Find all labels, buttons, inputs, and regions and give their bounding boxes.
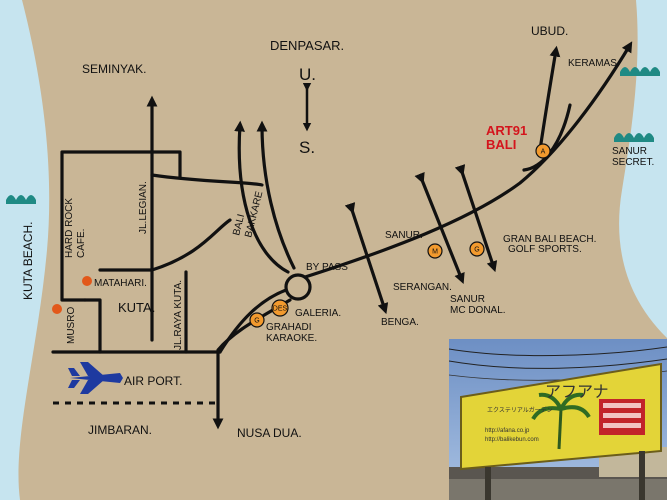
sign-url-2: http://balikebun.com	[485, 437, 539, 443]
south-label: S.	[299, 138, 315, 157]
karaoke-label: KARAOKE.	[266, 333, 317, 344]
golf-road	[454, 164, 498, 273]
golf-marker[interactable]: G	[469, 241, 485, 257]
art91-marker[interactable]: A	[535, 143, 551, 159]
airplane-icon	[68, 362, 123, 394]
grahadi-label: GRAHADI	[266, 322, 312, 333]
matahari-label: MATAHARI.	[94, 278, 147, 289]
hard-rock-label-1: HARD ROCK	[64, 198, 75, 258]
legian-west-road	[60, 150, 154, 302]
svg-text:G: G	[254, 318, 259, 325]
jl-raya-kuta-label: JL.RAYA KUTA.	[173, 280, 184, 350]
wave-icon	[620, 67, 660, 76]
sign-subtitle: エクステリアルガーデン	[487, 406, 553, 414]
upper-loop-2	[150, 150, 182, 180]
svg-text:M: M	[432, 249, 438, 256]
musro-dot	[52, 304, 62, 314]
east-sea	[619, 0, 667, 338]
kuta-label: KUTA.	[118, 300, 155, 315]
sanur-secret-label-2: SECRET.	[612, 157, 654, 168]
svg-text:A: A	[541, 149, 546, 156]
benga-road	[344, 202, 389, 315]
bali-label: BALI	[486, 137, 516, 152]
svg-text:G: G	[474, 247, 479, 254]
sign-katakana: アフアナ	[545, 382, 609, 401]
musro-road	[83, 298, 102, 354]
kuta-beach-label: KUTA BEACH.	[21, 222, 35, 300]
sanur-mc-label-1: SANUR	[450, 294, 485, 305]
bakkare-road	[234, 120, 290, 274]
galeria-marker[interactable]: DES	[271, 299, 289, 317]
grahadi-marker[interactable]: G	[249, 312, 265, 328]
upper-loop	[150, 173, 264, 187]
jimbaran-label: JIMBARAN.	[88, 423, 152, 437]
sanur-mc-label-2: MC DONAL.	[450, 305, 506, 316]
hard-rock-label-2: CAFE.	[76, 229, 87, 258]
jl-legian-label: JL.LEGIAN.	[138, 181, 149, 234]
svg-text:DES: DES	[273, 306, 288, 313]
sign-url-1: http://afana.co.jp	[485, 428, 530, 434]
matahari-dot	[82, 276, 92, 286]
mcdonal-marker[interactable]: M	[427, 243, 443, 259]
golf-sports-label: GOLF SPORTS.	[508, 244, 582, 255]
art91-label: ART91	[486, 123, 527, 138]
by-pass-label: BY PASS	[306, 262, 348, 273]
serangan-label: SERANGAN.	[393, 282, 452, 293]
sanur-secret-label-1: SANUR	[612, 146, 647, 157]
west-sea	[0, 0, 50, 500]
roundabout	[284, 273, 312, 301]
ubud-label: UBUD.	[531, 24, 568, 38]
galeria-label: GALERIA.	[295, 308, 341, 319]
north-label: U.	[299, 65, 316, 84]
bali-bakkare-label-1: BALI	[231, 213, 247, 237]
middle-road	[150, 218, 232, 272]
nusa-dua-label: NUSA DUA.	[237, 426, 302, 440]
sanur-label: SANUR.	[385, 230, 423, 241]
gran-bali-beach-label: GRAN BALI BEACH.	[503, 234, 596, 245]
bakkare-road-2	[256, 120, 296, 270]
seminyak-label: SEMINYAK.	[82, 62, 146, 76]
signboard-photo: アフアナ エクステリアルガーデン http://afana.co.jp http…	[449, 339, 667, 500]
wave-icon	[614, 133, 654, 142]
ubud-road	[538, 45, 561, 152]
musro-label: MUSRO	[66, 307, 77, 344]
wave-icon	[6, 195, 36, 204]
keramas-label: KERAMAS.	[568, 58, 620, 69]
denpasar-label: DENPASAR.	[270, 38, 344, 53]
benga-label: BENGA.	[381, 317, 419, 328]
airport-label: AIR PORT.	[124, 374, 182, 388]
